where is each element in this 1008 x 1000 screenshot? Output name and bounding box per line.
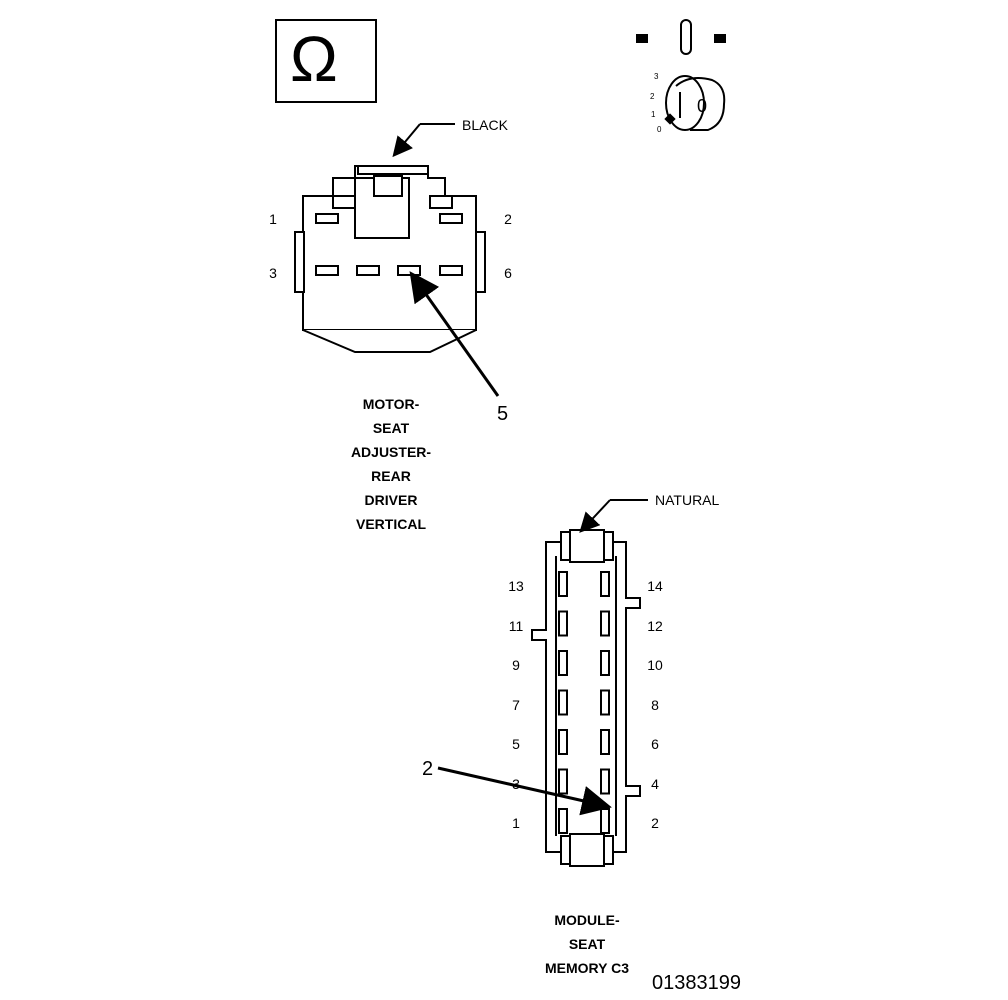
- cavity-right: [600, 571, 610, 597]
- bottom-caption-line: SEAT: [568, 936, 606, 952]
- bottom-caption-line: MODULE-: [554, 912, 620, 928]
- cavity-right: [600, 729, 610, 755]
- connector-top-body: [294, 165, 486, 353]
- callout-2-arrow: [437, 766, 612, 816]
- cavity-right: [600, 768, 610, 795]
- black-leader-line: [392, 123, 455, 158]
- bottom-pin-label: 1: [512, 815, 520, 831]
- callout-2-label: 2: [422, 758, 434, 780]
- bottom-pin-label: 3: [512, 775, 520, 792]
- bottom-pin-label: 10: [647, 657, 663, 673]
- top-caption-line: MOTOR-: [362, 396, 420, 412]
- callout-5-arrow: [409, 271, 500, 397]
- cavity-right: [600, 650, 610, 676]
- top-pin-3-label: 3: [269, 265, 277, 281]
- top-caption-line: ADJUSTER-: [350, 444, 432, 460]
- top-connector-caption: MOTOR- SEAT ADJUSTER- REAR DRIVER VERTIC…: [331, 392, 451, 536]
- bottom-pin-label: 4: [651, 775, 659, 792]
- cavity-left: [558, 768, 568, 795]
- natural-leader-line: [579, 499, 648, 533]
- bottom-pin-label: 6: [651, 736, 659, 752]
- bottom-pin-label: 12: [647, 617, 663, 634]
- cavity-left: [558, 610, 568, 637]
- top-caption-line: REAR: [371, 468, 411, 484]
- document-id: 01383199: [652, 972, 741, 994]
- key-position-3: 3: [654, 72, 659, 81]
- ignition-key-icon: [636, 19, 726, 131]
- cavity-left: [558, 650, 568, 676]
- top-pin-1-label: 1: [269, 211, 277, 227]
- cavity-right: [600, 689, 610, 716]
- bottom-pin-label: 5: [512, 736, 520, 752]
- top-pin-6-label: 6: [504, 265, 512, 281]
- cavity-left: [558, 689, 568, 716]
- bottom-pin-label: 2: [651, 815, 659, 831]
- ohm-symbol-icon: [275, 19, 377, 103]
- bottom-pin-label: 11: [508, 617, 524, 634]
- cavity-left: [558, 808, 568, 834]
- cavity-left: [558, 571, 568, 597]
- connector-top-cavities: [315, 213, 463, 276]
- key-position-1: 1: [651, 110, 656, 119]
- top-caption-line: SEAT: [372, 420, 410, 436]
- top-caption-line: VERTICAL: [356, 516, 426, 532]
- callout-5-label: 5: [497, 403, 509, 425]
- key-label: 0: [697, 96, 708, 116]
- bottom-connector-caption: MODULE- SEAT MEMORY C3: [527, 908, 647, 980]
- black-color-label: BLACK: [462, 117, 508, 133]
- connector-bottom-cavities: [558, 571, 610, 834]
- natural-color-label: NATURAL: [655, 492, 720, 508]
- bottom-pin-label: 14: [647, 578, 663, 594]
- cavity-right: [600, 808, 610, 834]
- cavity-left: [558, 729, 568, 755]
- key-position-2: 2: [650, 92, 655, 101]
- top-pin-2-label: 2: [504, 211, 512, 227]
- key-position-0: 0: [657, 125, 662, 134]
- bottom-pin-label: 7: [512, 696, 520, 713]
- bottom-pin-label: 13: [508, 578, 524, 594]
- top-caption-line: DRIVER: [364, 492, 418, 508]
- bottom-pin-label: 9: [512, 657, 520, 673]
- cavity-right: [600, 610, 610, 637]
- connector-bottom-body: [531, 529, 641, 867]
- bottom-pin-label: 8: [651, 696, 659, 713]
- bottom-caption-line: MEMORY C3: [544, 960, 629, 976]
- ohm-glyph: Ω: [290, 23, 338, 95]
